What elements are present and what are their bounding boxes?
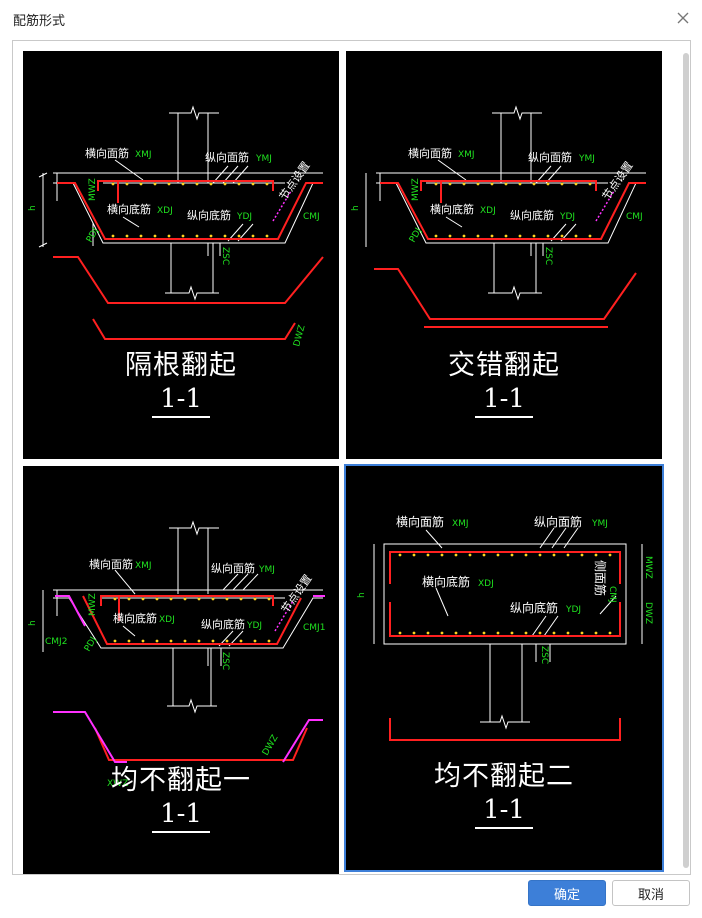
label-top-x-code: XMJ <box>458 150 475 160</box>
label-bot-x-code: XDJ <box>159 615 175 625</box>
options-panel: 横向面筋 XMJ 纵向面筋 YMJ 横向底筋 XDJ 纵向底筋 YDJ 节点设置… <box>12 40 691 875</box>
label-top-y-code: YMJ <box>578 154 595 164</box>
label-cmj1: CMJ1 <box>303 623 325 633</box>
label-bot-x-code: XDJ <box>480 206 496 216</box>
option-name-3: 均不翻起一 <box>111 765 251 796</box>
label-bot-y-code: YDJ <box>565 605 581 615</box>
option-card-1[interactable]: 横向面筋 XMJ 纵向面筋 YMJ 横向底筋 XDJ 纵向底筋 YDJ 节点设置… <box>23 51 339 459</box>
diagram-3: 横向面筋 XMJ 纵向面筋 YMJ 横向底筋 XDJ 纵向底筋 YDJ 节点设置… <box>28 520 325 789</box>
label-top-y: 纵向面筋 <box>528 150 572 164</box>
label-zsc: ZSC <box>543 247 553 265</box>
label-bot-y: 纵向底筋 <box>510 600 558 615</box>
label-h: h <box>357 592 367 598</box>
option-section-3: 1-1 <box>152 799 210 833</box>
option-section-4: 1-1 <box>475 795 533 829</box>
label-top-y: 纵向面筋 <box>205 150 249 164</box>
label-bot-x-code: XDJ <box>478 579 494 589</box>
label-side-bar: 侧面筋 <box>593 560 608 596</box>
label-bot-x: 横向底筋 <box>422 574 470 589</box>
label-mwz: MWZ <box>643 556 653 579</box>
label-bot-y: 纵向底筋 <box>510 208 554 222</box>
label-zsc: ZSC <box>220 247 230 265</box>
label-top-y: 纵向面筋 <box>534 514 582 529</box>
label-cmj: CMJ <box>607 586 617 603</box>
diagram-1: 横向面筋 XMJ 纵向面筋 YMJ 横向底筋 XDJ 纵向底筋 YDJ 节点设置… <box>28 105 324 348</box>
label-mwz: MWZ <box>88 593 98 616</box>
label-bot-x: 横向底筋 <box>430 202 474 216</box>
label-cmj2: CMJ2 <box>45 637 67 647</box>
label-h: h <box>351 205 361 211</box>
label-top-x-code: XMJ <box>135 150 152 160</box>
option-caption-2: 交错翻起 1-1 <box>346 343 662 418</box>
option-name-1: 隔根翻起 <box>125 350 237 381</box>
label-xwz: XWZ <box>107 779 128 789</box>
label-h: h <box>28 205 38 211</box>
option-caption-3: 均不翻起一 1-1 <box>23 758 339 833</box>
label-top-y: 纵向面筋 <box>211 561 255 575</box>
close-icon[interactable] <box>674 9 692 27</box>
label-mwz: MWZ <box>88 178 98 201</box>
title-bar: 配筋形式 <box>0 0 702 38</box>
label-top-x: 横向面筋 <box>396 514 444 529</box>
label-top-x: 横向面筋 <box>85 146 129 160</box>
label-bot-x-code: XDJ <box>157 206 173 216</box>
option-section-1: 1-1 <box>152 384 210 418</box>
label-bot-y-code: YDJ <box>559 212 575 222</box>
label-bot-x: 横向底筋 <box>113 611 157 625</box>
option-card-2[interactable]: 横向面筋 XMJ 纵向面筋 YMJ 横向底筋 XDJ 纵向底筋 YDJ 节点设置… <box>346 51 662 459</box>
diagram-2: 横向面筋 XMJ 纵向面筋 YMJ 横向底筋 XDJ 纵向底筋 YDJ 节点设置… <box>351 105 646 328</box>
label-dwz: DWZ <box>261 733 281 757</box>
label-zsc: ZSC <box>220 652 230 670</box>
label-top-y-code: YMJ <box>255 154 272 164</box>
label-slope: 节点设置 <box>279 572 315 615</box>
option-card-4[interactable]: 横向面筋 XMJ 纵向面筋 YMJ 横向底筋 XDJ 纵向底筋 YDJ 侧面筋 … <box>344 464 664 872</box>
label-zsc: ZSC <box>539 646 549 664</box>
label-dwz: DWZ <box>643 602 653 624</box>
label-bot-y: 纵向底筋 <box>201 617 245 631</box>
diagram-4: 横向面筋 XMJ 纵向面筋 YMJ 横向底筋 XDJ 纵向底筋 YDJ 侧面筋 … <box>357 514 653 741</box>
label-cmj: CMJ <box>626 212 643 222</box>
label-top-x: 横向面筋 <box>408 146 452 160</box>
label-top-x-code: XMJ <box>452 519 469 529</box>
label-top-x: 横向面筋 <box>89 557 133 571</box>
option-name-4: 均不翻起二 <box>434 761 574 792</box>
option-card-3[interactable]: 横向面筋 XMJ 纵向面筋 YMJ 横向底筋 XDJ 纵向底筋 YDJ 节点设置… <box>23 466 339 874</box>
label-bot-y: 纵向底筋 <box>187 208 231 222</box>
label-cmj: CMJ <box>303 212 320 222</box>
window-title: 配筋形式 <box>13 14 66 29</box>
option-section-2: 1-1 <box>475 384 533 418</box>
label-h: h <box>28 620 38 626</box>
label-bot-y-code: YDJ <box>236 212 252 222</box>
label-bot-x: 横向底筋 <box>107 202 151 216</box>
label-top-y-code: YMJ <box>591 519 608 529</box>
option-caption-4: 均不翻起二 1-1 <box>346 754 662 829</box>
label-top-y-code: YMJ <box>258 565 275 575</box>
option-caption-1: 隔根翻起 1-1 <box>23 343 339 418</box>
scrollbar-thumb[interactable] <box>683 53 689 868</box>
label-mwz: MWZ <box>411 178 421 201</box>
label-pdj: PDJ <box>83 635 99 653</box>
label-bot-y-code: YDJ <box>246 621 262 631</box>
option-name-2: 交错翻起 <box>448 350 560 381</box>
label-top-x-code: XMJ <box>135 561 152 571</box>
ok-button[interactable]: 确定 <box>528 880 606 906</box>
cancel-button[interactable]: 取消 <box>612 880 690 906</box>
scrollbar[interactable] <box>683 43 689 871</box>
